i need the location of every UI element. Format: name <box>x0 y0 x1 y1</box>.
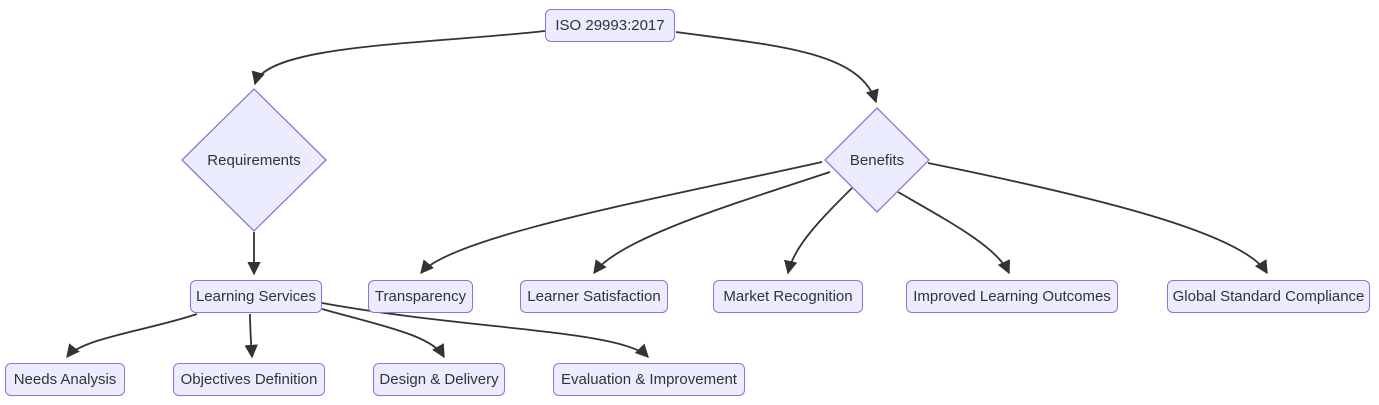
node-transparency: Transparency <box>368 280 473 313</box>
node-market-recognition-label: Market Recognition <box>723 288 853 305</box>
node-market-recognition: Market Recognition <box>713 280 863 313</box>
node-transparency-label: Transparency <box>374 288 467 305</box>
edge-benefits-to-global-standard-compliance <box>927 162 1268 275</box>
node-design-delivery: Design & Delivery <box>373 363 505 396</box>
node-iso-29993-2017: ISO 29993:2017 <box>545 9 675 42</box>
node-improved-learning-outcomes-label: Improved Learning Outcomes <box>913 288 1111 305</box>
node-objectives-definition: Objectives Definition <box>173 363 325 396</box>
node-requirements-label: Requirements <box>207 151 301 169</box>
edge-benefits-to-improved-learning-outcomes <box>897 191 1011 275</box>
node-benefits-label: Benefits <box>849 151 905 169</box>
node-needs-analysis: Needs Analysis <box>5 363 125 396</box>
edge-learning-services-to-design-delivery <box>321 308 445 359</box>
node-needs-analysis-label: Needs Analysis <box>13 371 117 388</box>
edge-learning-services-to-needs-analysis <box>66 313 198 359</box>
node-evaluation-improvement: Evaluation & Improvement <box>553 363 745 396</box>
edge-benefits-to-transparency <box>420 161 823 275</box>
node-design-delivery-label: Design & Delivery <box>379 371 499 388</box>
edge-benefits-to-market-recognition <box>784 187 853 275</box>
edge-learning-services-to-objectives-definition <box>244 313 258 359</box>
node-requirements-diamond <box>181 88 327 232</box>
node-iso-label: ISO 29993:2017 <box>555 17 665 34</box>
node-global-standard-compliance-label: Global Standard Compliance <box>1172 288 1365 305</box>
node-objectives-definition-label: Objectives Definition <box>180 371 318 388</box>
node-learner-satisfaction-label: Learner Satisfaction <box>527 288 661 305</box>
edge-benefits-to-learner-satisfaction <box>593 171 831 275</box>
edge-iso-to-requirements <box>251 30 546 86</box>
node-learning-services: Learning Services <box>190 280 322 313</box>
node-global-standard-compliance: Global Standard Compliance <box>1167 280 1370 313</box>
node-evaluation-improvement-label: Evaluation & Improvement <box>561 371 737 388</box>
node-learning-services-label: Learning Services <box>195 288 317 305</box>
node-improved-learning-outcomes: Improved Learning Outcomes <box>906 280 1118 313</box>
node-benefits-diamond <box>824 107 930 213</box>
edge-iso-to-benefits <box>675 31 879 104</box>
node-learner-satisfaction: Learner Satisfaction <box>520 280 668 313</box>
